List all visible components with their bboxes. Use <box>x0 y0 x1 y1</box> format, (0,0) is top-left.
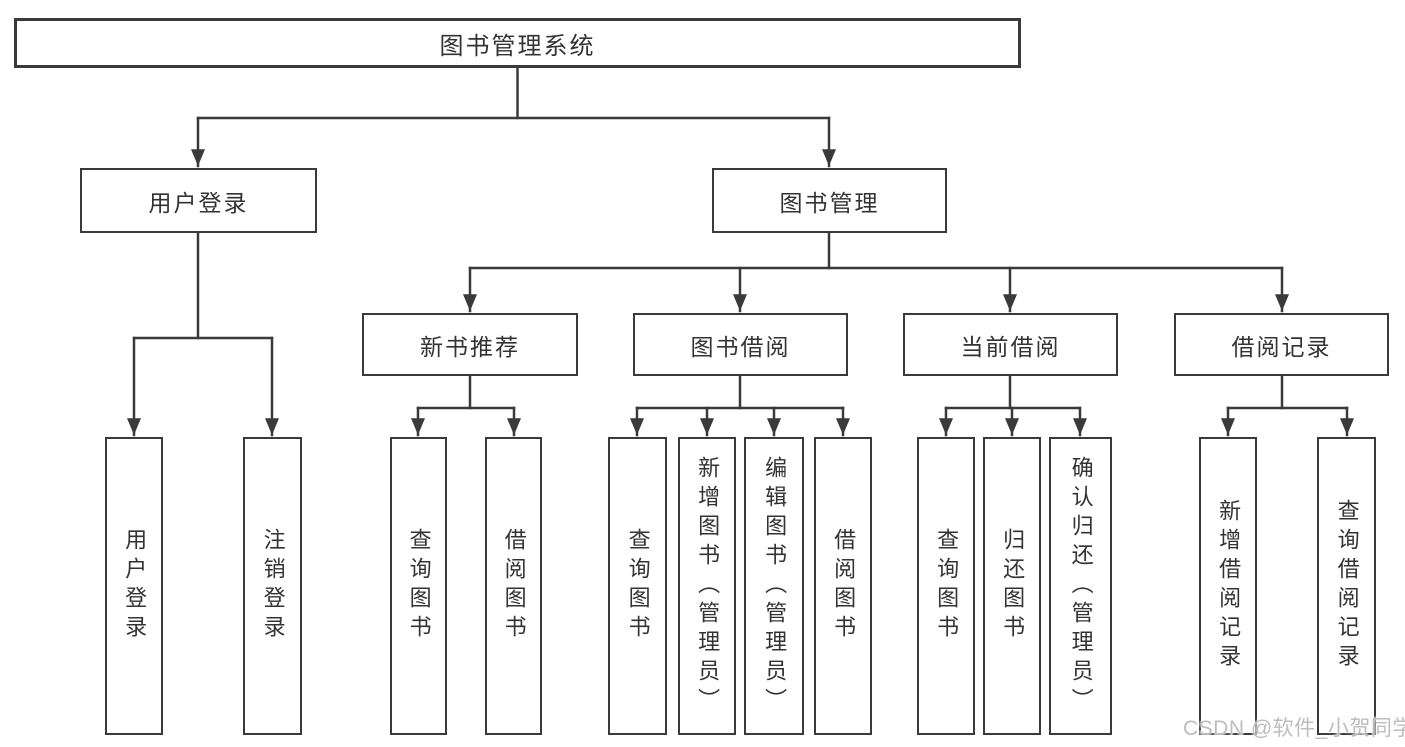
leaf-confirm-return-admin: 确认归还（管理员） <box>1049 437 1112 735</box>
leaf-borrow-books-recommend: 借阅图书 <box>485 437 542 735</box>
leaf-label: 用户登录 <box>122 528 148 644</box>
leaf-query-borrow-record: 查询借阅记录 <box>1317 437 1376 735</box>
leaf-user-login: 用户登录 <box>105 437 163 735</box>
node-borrow-records: 借阅记录 <box>1174 313 1389 376</box>
leaf-query-books-current: 查询图书 <box>917 437 975 735</box>
node-book-borrow: 图书借阅 <box>633 313 848 376</box>
leaf-edit-book-admin: 编辑图书（管理员） <box>744 437 804 735</box>
leaf-label: 归还图书 <box>1000 528 1026 644</box>
leaf-label: 新增图书（管理员） <box>695 455 721 717</box>
watermark: CSDN @软件_小贺同学 <box>1183 717 1405 740</box>
leaf-label: 确认归还（管理员） <box>1068 455 1094 717</box>
node-new-book-recommend: 新书推荐 <box>362 313 578 376</box>
leaf-return-book: 归还图书 <box>983 437 1041 735</box>
node-book-management: 图书管理 <box>712 168 947 233</box>
leaf-query-books-borrow: 查询图书 <box>608 437 667 735</box>
leaf-label: 注销登录 <box>260 528 286 644</box>
leaf-query-books-recommend: 查询图书 <box>390 437 447 735</box>
node-root-system: 图书管理系统 <box>14 18 1021 68</box>
node-current-borrow: 当前借阅 <box>903 313 1118 376</box>
leaf-add-book-admin: 新增图书（管理员） <box>678 437 736 735</box>
node-user-login-module: 用户登录 <box>80 168 317 233</box>
leaf-label: 查询图书 <box>625 528 651 644</box>
leaf-label: 借阅图书 <box>501 528 527 644</box>
leaf-label: 借阅图书 <box>831 528 857 644</box>
leaf-logout: 注销登录 <box>243 437 302 735</box>
leaf-label: 查询图书 <box>406 528 432 644</box>
leaf-label: 查询借阅记录 <box>1334 499 1360 673</box>
leaf-label: 新增借阅记录 <box>1216 499 1242 673</box>
leaf-label: 查询图书 <box>934 528 960 644</box>
leaf-borrow-books: 借阅图书 <box>814 437 872 735</box>
leaf-label: 编辑图书（管理员） <box>762 455 788 717</box>
leaf-add-borrow-record: 新增借阅记录 <box>1199 437 1257 735</box>
